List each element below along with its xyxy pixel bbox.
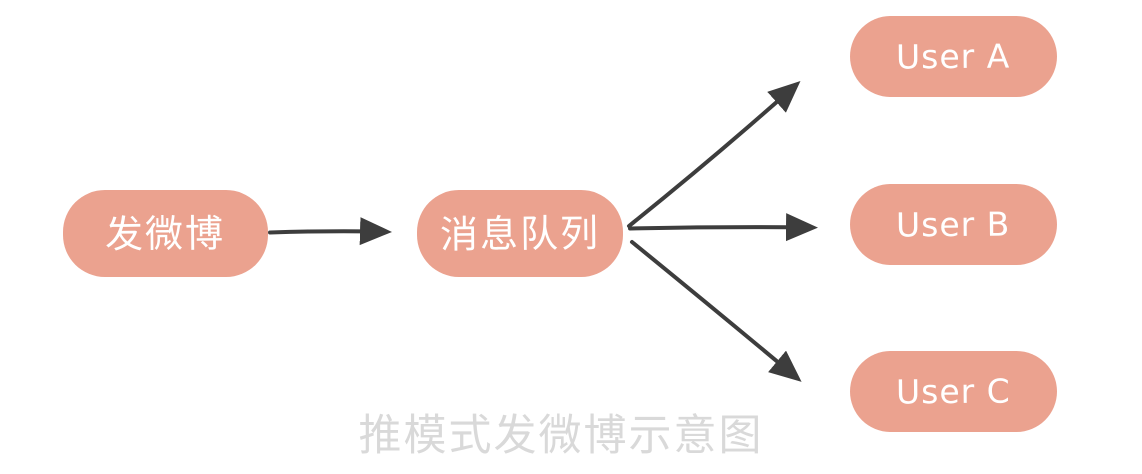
node-user-a: User A bbox=[850, 16, 1057, 97]
node-user-c: User C bbox=[850, 351, 1057, 432]
node-message-queue-label: 消息队列 bbox=[439, 210, 601, 257]
node-user-a-label: User A bbox=[896, 36, 1011, 77]
arrow-queue-to-user-a bbox=[627, 81, 801, 228]
node-user-b: User B bbox=[850, 184, 1057, 265]
node-user-c-label: User C bbox=[895, 371, 1012, 412]
arrow-queue-to-user-b bbox=[628, 213, 818, 242]
node-publish-weibo-label: 发微博 bbox=[105, 210, 226, 257]
node-user-b-label: User B bbox=[896, 204, 1011, 245]
diagram-caption: 推模式发微博示意图 bbox=[358, 411, 764, 461]
node-message-queue: 消息队列 bbox=[417, 190, 623, 277]
arrow-publish-to-queue bbox=[268, 217, 392, 246]
node-publish-weibo: 发微博 bbox=[63, 190, 268, 277]
arrow-queue-to-user-c bbox=[630, 240, 802, 382]
